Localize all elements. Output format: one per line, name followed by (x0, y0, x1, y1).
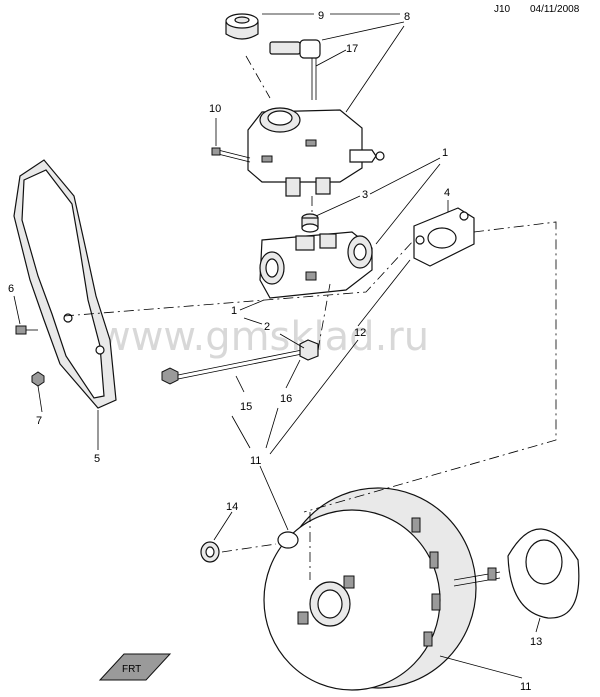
reservoir-grommet (301, 213, 319, 233)
callout-1-lower: 1 (231, 305, 237, 317)
diagram-date: 04/11/2008 (530, 4, 580, 15)
callout-5: 5 (94, 453, 100, 465)
watermark: www.gmsklad.ru (98, 314, 429, 360)
booster-washer (200, 541, 220, 563)
callout-16: 16 (280, 393, 292, 405)
callout-2: 2 (264, 321, 270, 333)
callout-14: 14 (226, 501, 238, 513)
frt-label: FRT (122, 664, 141, 675)
pushrod-nut (299, 339, 319, 361)
callout-6: 6 (8, 283, 14, 295)
alignment-line-reservoir (245, 55, 271, 99)
diagram-id: J10 (494, 4, 511, 15)
callout-12: 12 (354, 327, 366, 339)
callout-3: 3 (362, 189, 368, 201)
insulator-bracket (13, 159, 117, 409)
fluid-level-sensor (269, 39, 321, 100)
callout-11-lower: 11 (520, 681, 531, 693)
master-cylinder-gasket (413, 207, 475, 267)
bracket-nut (31, 371, 45, 387)
alignment-line-gasket-right (303, 221, 557, 513)
callouts: 9 8 17 10 1 3 4 6 1 2 12 7 16 15 5 11 14… (8, 10, 542, 693)
master-cylinder (259, 231, 373, 299)
callout-15: 15 (240, 401, 252, 413)
alignment-line-washer (221, 543, 277, 553)
front-direction-arrow: FRT (98, 653, 172, 681)
bracket-screw (15, 325, 38, 335)
callout-1-upper: 1 (442, 147, 448, 159)
callout-8: 8 (404, 11, 410, 23)
reservoir-cap (225, 13, 259, 40)
callout-10: 10 (209, 103, 221, 115)
alignment-line-rod (317, 283, 331, 351)
callout-9: 9 (318, 10, 324, 22)
brake-booster (263, 487, 501, 691)
booster-gasket (507, 528, 580, 619)
callout-13: 13 (530, 636, 542, 648)
callout-11-upper: 11 (250, 455, 261, 467)
leader-lines (13, 13, 541, 679)
callout-4: 4 (444, 187, 450, 199)
pushrod (161, 349, 303, 385)
alignment-line-main (63, 239, 415, 317)
fluid-reservoir (247, 107, 385, 197)
reservoir-bolt (211, 147, 251, 163)
callout-7: 7 (36, 415, 42, 427)
callout-17: 17 (346, 43, 358, 55)
